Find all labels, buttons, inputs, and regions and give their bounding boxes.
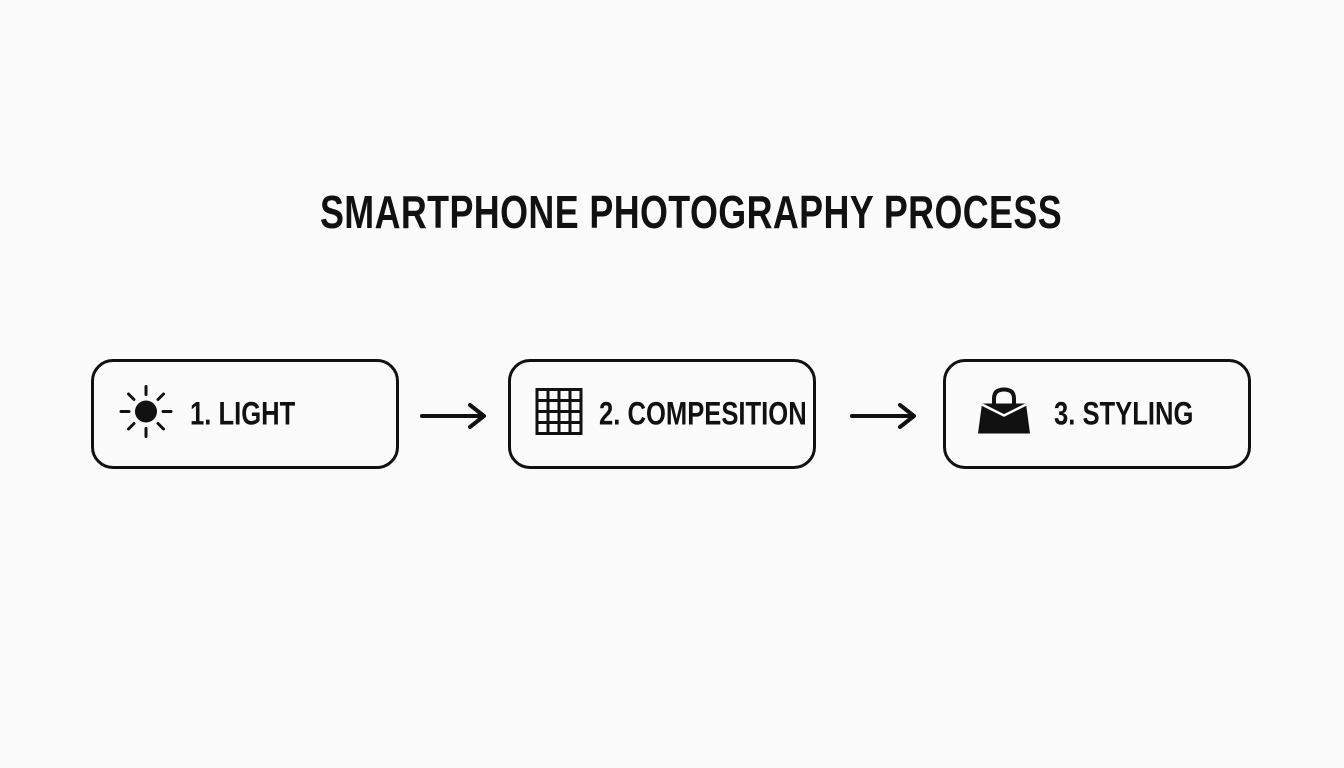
handbag-icon	[976, 386, 1032, 443]
step-label: 3. STYLING	[1054, 395, 1194, 432]
sun-icon	[119, 385, 173, 444]
arrow-right-icon	[420, 403, 486, 429]
step-label: 1. LIGHT	[190, 395, 296, 432]
step-styling: 3. STYLING	[943, 359, 1251, 469]
step-composition: 2. COMPESITION	[508, 359, 816, 469]
step-label: 2. COMPESITION	[599, 395, 807, 432]
grid-icon	[535, 388, 583, 441]
step-light: 1. LIGHT	[91, 359, 399, 469]
arrow-right-icon	[850, 403, 916, 429]
diagram-title: SMARTPHONE PHOTOGRAPHY PROCESS	[319, 186, 1063, 238]
